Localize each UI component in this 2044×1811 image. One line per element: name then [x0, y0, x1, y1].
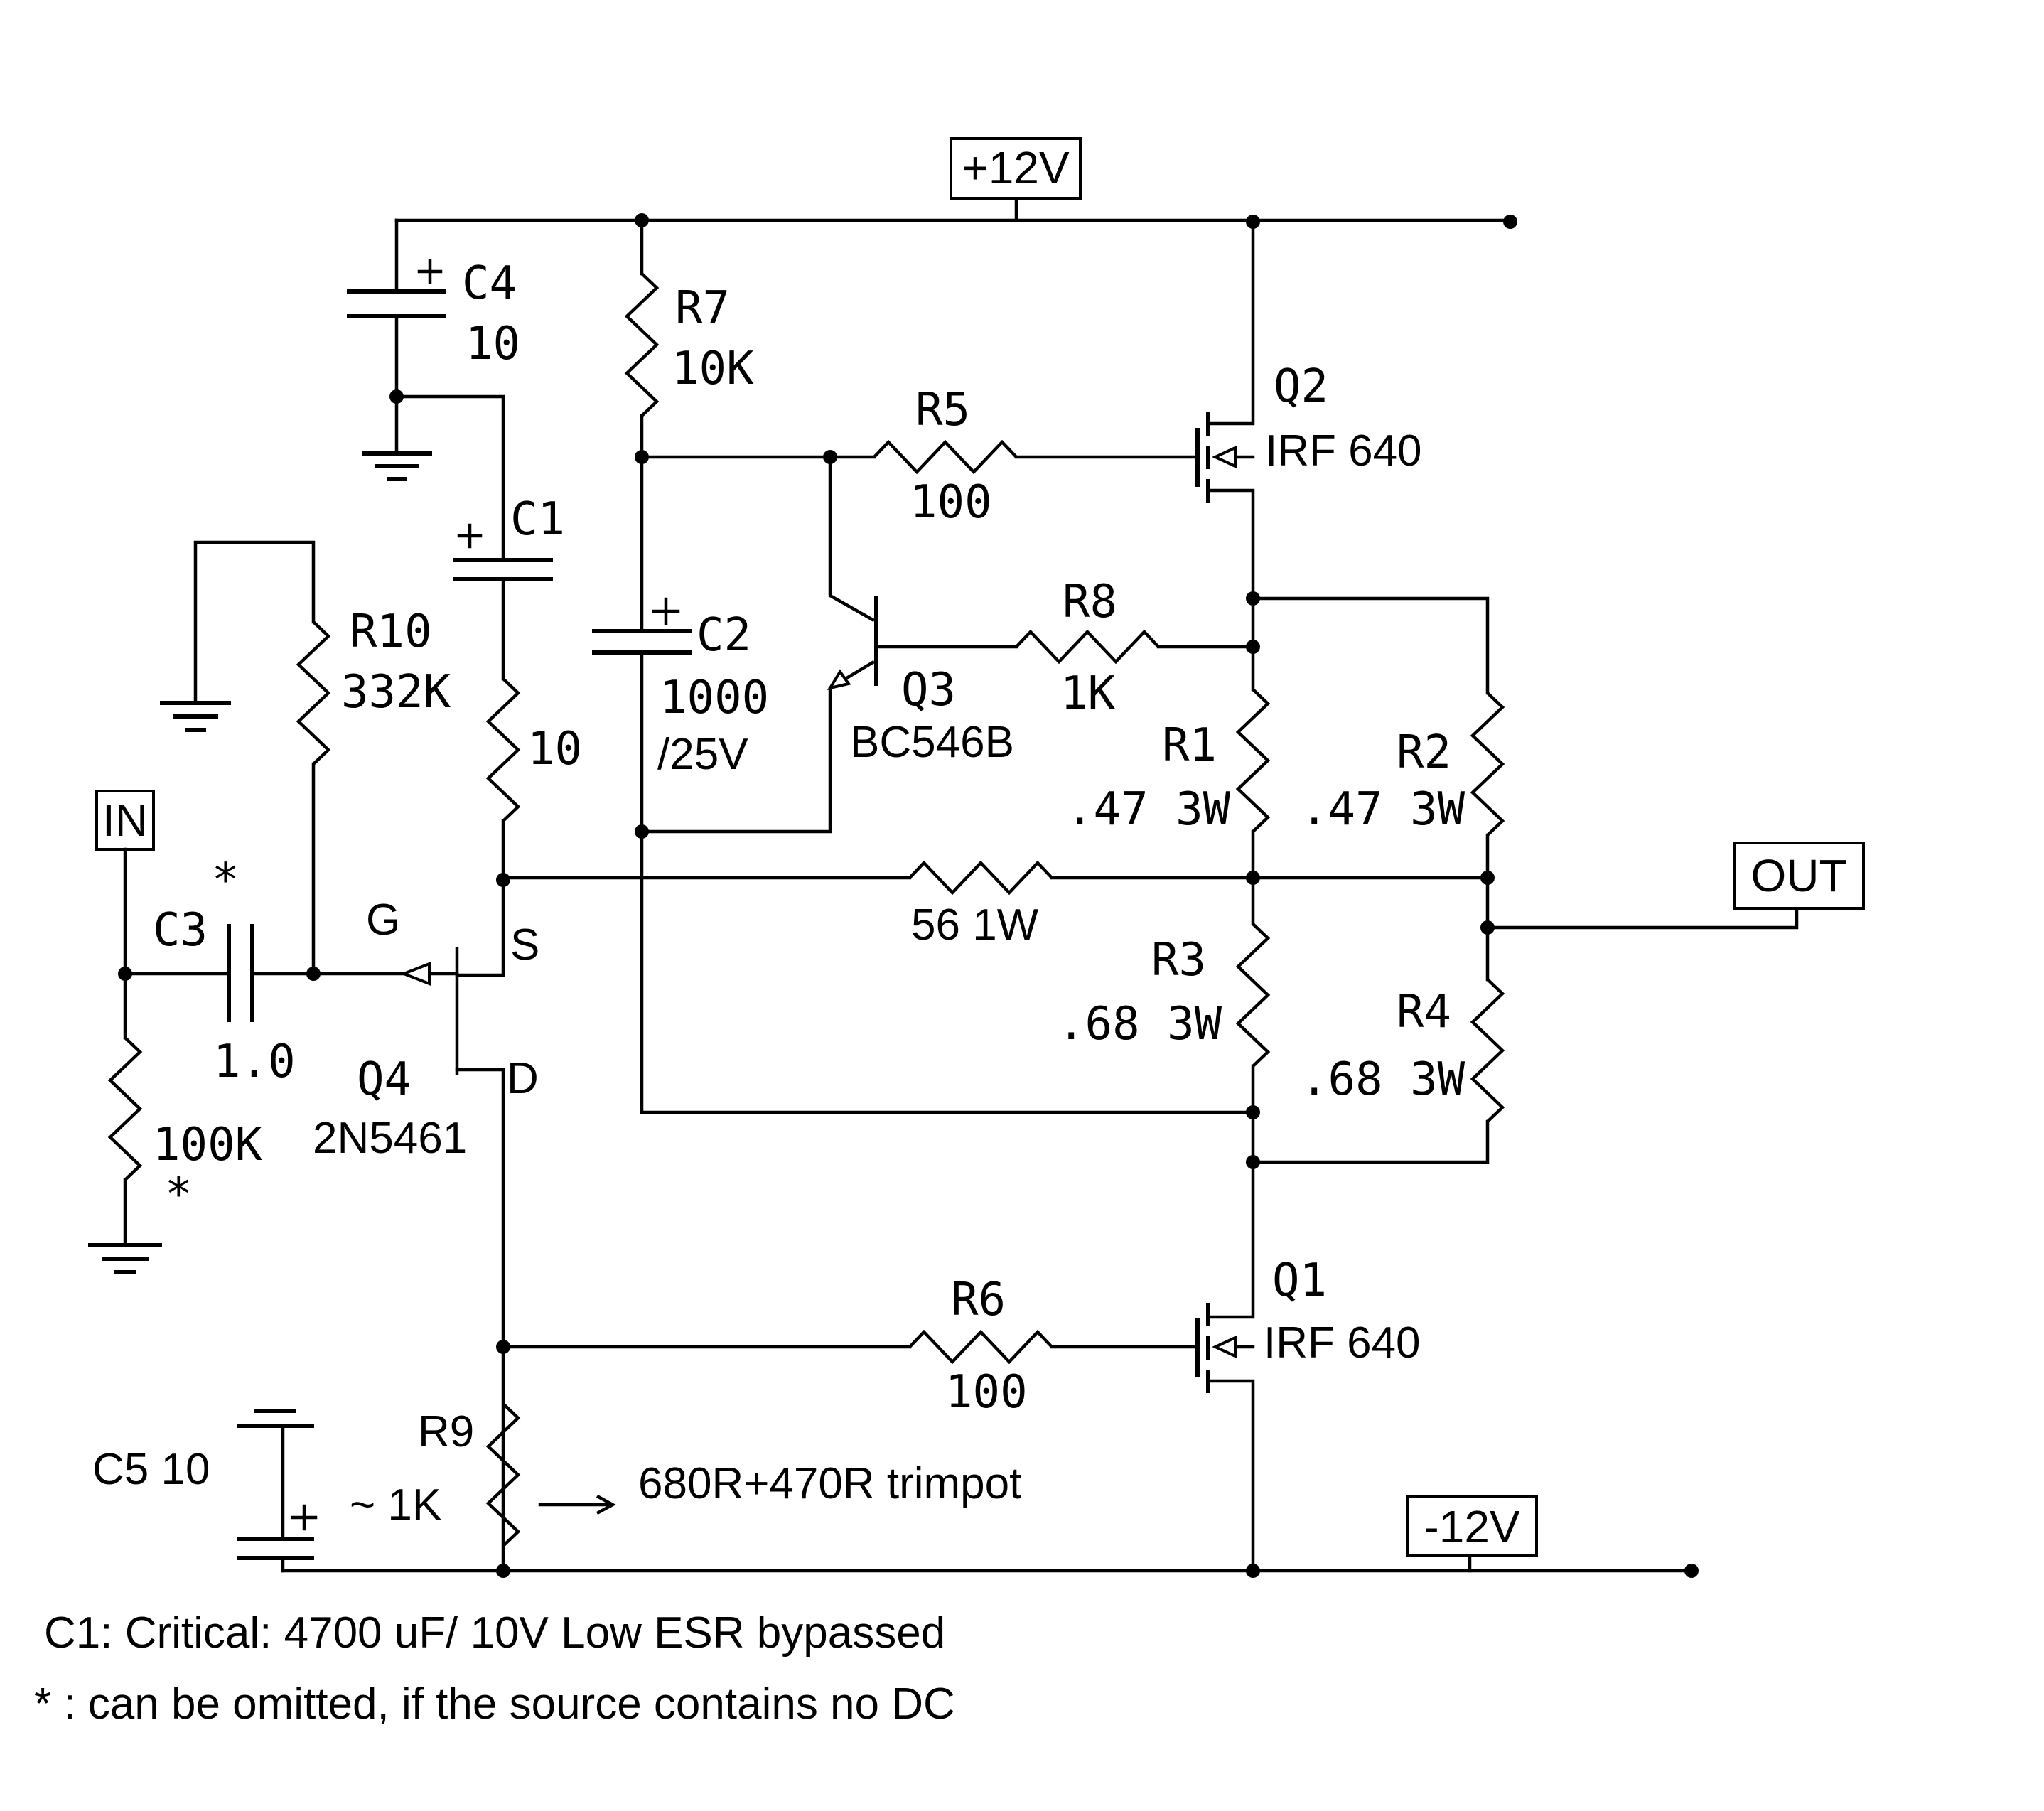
q2-ref: Q2	[1274, 360, 1328, 413]
q4-drain-label: D	[507, 1054, 539, 1103]
r1-ref: R1	[1162, 719, 1217, 772]
r7-resistor: R7 10K	[624, 213, 754, 464]
positive-supply-rail: +12V	[394, 137, 1517, 229]
r2-value: .47 3W	[1301, 783, 1465, 836]
output-port-box[interactable]	[1733, 842, 1865, 910]
feedback-resistor: 56 1W	[501, 860, 1495, 950]
c3-mark: *	[212, 854, 240, 907]
vpos-port-box	[950, 137, 1082, 200]
output-port-label: OUT	[1750, 850, 1846, 901]
c2-value: 1000	[660, 672, 769, 724]
c1-series-resistor: 10	[485, 677, 582, 882]
input-resistor-mark: *	[165, 1168, 193, 1221]
q2-part: IRF 640	[1265, 426, 1422, 475]
r1-value: .47 3W	[1066, 783, 1231, 836]
r10-ground-symbol	[160, 701, 231, 732]
input-port[interactable]: IN	[95, 790, 155, 976]
c1-ref: C1	[510, 493, 565, 546]
q1-mosfet: Q1 IRF 640	[1195, 1110, 1421, 1578]
schematic-notes: C1: Critical: 4700 uF/ 10V Low ESR bypas…	[34, 1608, 955, 1729]
input-resistor-value: 100K	[153, 1119, 263, 1171]
r7-value: 10K	[672, 343, 754, 395]
r9-resistor: R9 ~ 1K 680R+470R trimpot	[350, 1340, 1021, 1578]
r3-ref: R3	[1151, 934, 1206, 987]
input-ground-symbol	[88, 1243, 162, 1274]
r3-value: .68 3W	[1058, 998, 1222, 1050]
r8-resistor: R8 1K	[1015, 576, 1260, 720]
r8-ref: R8	[1063, 576, 1117, 628]
q2-mosfet: Q2 IRF 640	[1195, 215, 1422, 601]
q4-jfet: G S D Q4 2N5461	[311, 896, 539, 1573]
r4-value: .68 3W	[1301, 1053, 1465, 1106]
r9-note: 680R+470R trimpot	[638, 1459, 1021, 1508]
c1-resistor-value: 10	[527, 723, 582, 775]
r6-resistor: R6 100	[501, 1274, 1200, 1419]
vneg-port-box	[1406, 1495, 1538, 1557]
input-shunt-resistor: 100K *	[107, 972, 263, 1247]
r3-resistor: R3 .68 3W	[1058, 876, 1271, 1119]
r5-ref: R5	[915, 384, 970, 436]
c3-capacitor: * C3 1.0	[153, 854, 321, 1088]
negative-supply-rail: -12V	[281, 1495, 1699, 1578]
c4-ground-symbol	[362, 451, 432, 481]
q1-part: IRF 640	[1264, 1318, 1421, 1367]
vpos-port-label: +12V	[962, 142, 1070, 193]
input-port-box[interactable]	[95, 790, 155, 851]
r6-ref: R6	[951, 1274, 1006, 1326]
q4-source-label: S	[510, 920, 539, 969]
q3-ref: Q3	[901, 664, 956, 716]
r2-ref: R2	[1397, 726, 1451, 779]
r5-resistor: R5 100	[828, 384, 1200, 529]
r4-ref: R4	[1397, 986, 1451, 1038]
c4-ref: C4	[462, 257, 517, 310]
r9-ref: R9	[418, 1407, 474, 1456]
c1-capacitor: C1	[389, 389, 565, 681]
c4-capacitor: C4 10	[347, 218, 520, 456]
jfet-source-node	[455, 873, 510, 977]
r2-resistor: R2 .47 3W	[1251, 596, 1505, 880]
c5-capacitor: C5 10	[92, 1409, 318, 1573]
input-port-label: IN	[102, 795, 148, 846]
q4-ref: Q4	[357, 1053, 412, 1106]
r1-resistor: R1 .47 3W	[1066, 591, 1271, 880]
r9-value: ~ 1K	[350, 1480, 441, 1530]
q1-ref: Q1	[1272, 1254, 1327, 1307]
note-omit: * : can be omitted, if the source contai…	[34, 1680, 955, 1729]
c5-label: C5 10	[92, 1445, 210, 1494]
r6-value: 100	[945, 1366, 1028, 1419]
r4-resistor: R4 .68 3W	[1246, 876, 1505, 1169]
q4-gate-label: G	[366, 896, 400, 945]
note-c1: C1: Critical: 4700 uF/ 10V Low ESR bypas…	[44, 1608, 945, 1657]
output-port[interactable]: OUT	[1480, 842, 1865, 935]
c3-ref: C3	[153, 904, 208, 957]
q4-part: 2N5461	[313, 1114, 467, 1163]
r10-value: 332K	[341, 666, 451, 719]
r7-ref: R7	[675, 282, 730, 335]
c2-ref: C2	[696, 609, 751, 662]
q3-part: BC546B	[850, 718, 1014, 767]
r5-value: 100	[910, 476, 992, 529]
c4-value: 10	[466, 318, 520, 370]
r8-value: 1K	[1060, 667, 1116, 720]
vneg-port-label: -12V	[1424, 1501, 1520, 1552]
r10-ref: R10	[350, 606, 432, 658]
q3-transistor: Q3 BC546B	[640, 450, 1018, 834]
input-node	[118, 967, 230, 981]
c2-rating: /25V	[657, 730, 748, 779]
r10-resistor: R10 332K	[193, 540, 451, 976]
c3-value: 1.0	[213, 1036, 296, 1088]
feedback-resistor-value: 56 1W	[911, 901, 1039, 950]
c2-capacitor: C2 1000 /25V	[592, 455, 1255, 1114]
